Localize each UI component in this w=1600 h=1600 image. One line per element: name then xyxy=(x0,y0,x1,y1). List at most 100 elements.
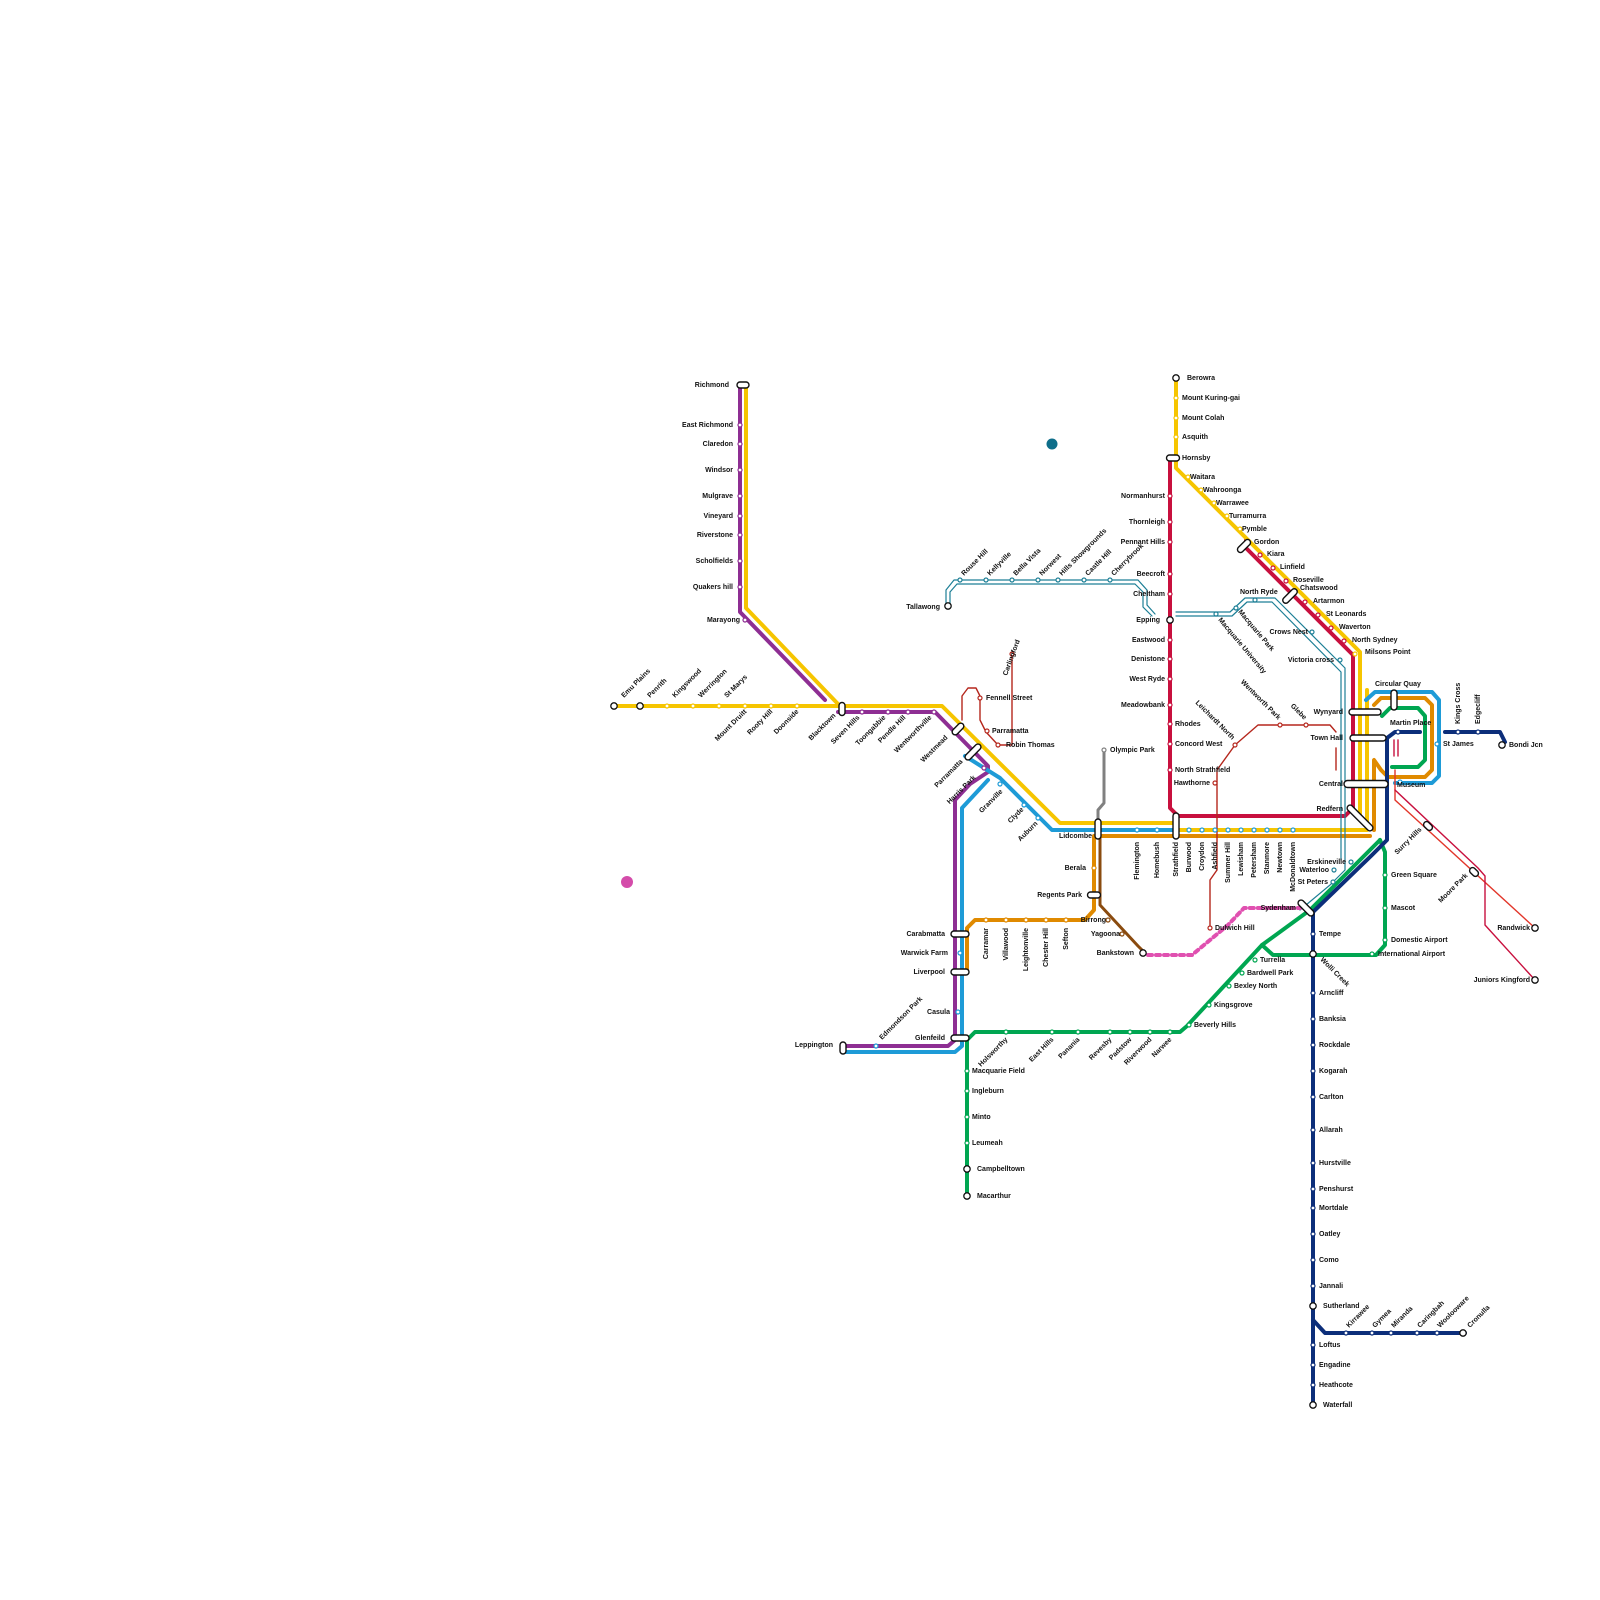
station-cheltham-marker[interactable] xyxy=(1167,591,1173,597)
station-gordon-interchange-marker[interactable] xyxy=(1236,538,1252,554)
station-macquarie-university-marker[interactable] xyxy=(1213,611,1219,617)
station-clyde-marker[interactable] xyxy=(1021,802,1027,808)
station-milsons-point-marker[interactable] xyxy=(1352,651,1358,657)
station-normanhurst-marker[interactable] xyxy=(1167,493,1173,499)
station-north-sydney-marker[interactable] xyxy=(1341,638,1347,644)
station-newtown-marker[interactable] xyxy=(1277,827,1283,833)
station-chatswood-interchange-marker[interactable] xyxy=(1282,588,1299,605)
station-miranda-marker[interactable] xyxy=(1388,1330,1394,1336)
station-victoria-cross-marker[interactable] xyxy=(1337,657,1343,663)
station-casula-marker[interactable] xyxy=(955,1009,961,1015)
station-lidcombe-interchange-marker[interactable] xyxy=(1094,818,1102,840)
station-glebe-marker[interactable] xyxy=(1303,722,1309,728)
station-villawood-marker[interactable] xyxy=(1003,917,1009,923)
station-doonside-marker[interactable] xyxy=(794,703,800,709)
station-pymble-marker[interactable] xyxy=(1237,526,1243,532)
station-glenfield-interchange-marker[interactable] xyxy=(950,1034,970,1042)
station-allawah-marker[interactable] xyxy=(1310,1127,1316,1133)
station-como-marker[interactable] xyxy=(1310,1257,1316,1263)
station-ashfield-marker[interactable] xyxy=(1212,827,1218,833)
station-rockdale-marker[interactable] xyxy=(1310,1042,1316,1048)
station-schofields-marker[interactable] xyxy=(737,558,743,564)
station-emu-plains-terminus-marker[interactable] xyxy=(610,702,618,710)
station-rouse-hill-marker[interactable] xyxy=(957,577,963,583)
station-waitara-marker[interactable] xyxy=(1185,474,1191,480)
station-kingswood-marker[interactable] xyxy=(664,703,670,709)
station-blacktown-interchange-marker[interactable] xyxy=(838,701,846,717)
station-st-leonards-marker[interactable] xyxy=(1315,612,1321,618)
station-bankstown-terminus-marker[interactable] xyxy=(1139,949,1147,957)
station-asquith-marker[interactable] xyxy=(1173,434,1179,440)
station-leumeah-marker[interactable] xyxy=(964,1140,970,1146)
station-rooty-hill-marker[interactable] xyxy=(768,703,774,709)
station-lindfield-marker[interactable] xyxy=(1270,565,1276,571)
station-strathfield-interchange-marker[interactable] xyxy=(1172,812,1180,840)
station-quakers-hill-marker[interactable] xyxy=(737,584,743,590)
station-oatley-marker[interactable] xyxy=(1310,1231,1316,1237)
station-domestic-airport-marker[interactable] xyxy=(1382,937,1388,943)
station-tempe-marker[interactable] xyxy=(1310,931,1316,937)
station-bondi-jcn-terminus-marker[interactable] xyxy=(1498,741,1506,749)
station-yagoona-marker[interactable] xyxy=(1119,931,1125,937)
station-regents-park-interchange-marker[interactable] xyxy=(1086,891,1102,899)
station-rhodes-marker[interactable] xyxy=(1167,721,1173,727)
station-macquarie-park-marker[interactable] xyxy=(1233,605,1239,611)
station-minto-marker[interactable] xyxy=(964,1114,970,1120)
station-riverwood-marker[interactable] xyxy=(1147,1029,1153,1035)
station-richmond-interchange-marker[interactable] xyxy=(736,381,750,389)
station-heathcote-marker[interactable] xyxy=(1310,1382,1316,1388)
station-narwee-marker[interactable] xyxy=(1167,1029,1173,1035)
station-east-hills-marker[interactable] xyxy=(1049,1029,1055,1035)
station-martin-place-marker[interactable] xyxy=(1395,729,1401,735)
station-circular-quay-interchange-marker[interactable] xyxy=(1390,689,1398,711)
station-cherrybrook-marker[interactable] xyxy=(1107,577,1113,583)
station-hills-showgrounds-marker[interactable] xyxy=(1055,577,1061,583)
station-bella-vista-marker[interactable] xyxy=(1009,577,1015,583)
station-woolooware-marker[interactable] xyxy=(1434,1330,1440,1336)
station-marayong-marker[interactable] xyxy=(742,617,748,623)
station-mulgrave-marker[interactable] xyxy=(737,493,743,499)
station-beecroft-marker[interactable] xyxy=(1167,571,1173,577)
station-penrith-terminus-marker[interactable] xyxy=(636,702,644,710)
station-hurstville-marker[interactable] xyxy=(1310,1160,1316,1166)
station-arncliffe-marker[interactable] xyxy=(1310,990,1316,996)
station-werrington-marker[interactable] xyxy=(690,703,696,709)
station-granville-marker[interactable] xyxy=(997,781,1003,787)
station-penshurst-marker[interactable] xyxy=(1310,1186,1316,1192)
station-panania-marker[interactable] xyxy=(1075,1029,1081,1035)
station-wynyard-interchange-marker[interactable] xyxy=(1348,708,1382,716)
station-mount-colah-marker[interactable] xyxy=(1173,415,1179,421)
station-sefton-marker[interactable] xyxy=(1063,917,1069,923)
station-fennell-street-marker[interactable] xyxy=(977,695,983,701)
station-pendle-hill-marker[interactable] xyxy=(905,709,911,715)
station-turramurra-marker[interactable] xyxy=(1224,513,1230,519)
station-warwick-farm-marker[interactable] xyxy=(957,950,963,956)
station-clarendon-marker[interactable] xyxy=(737,441,743,447)
station-kogarah-marker[interactable] xyxy=(1310,1068,1316,1074)
station-epping-terminus-marker[interactable] xyxy=(1166,616,1174,624)
station-banksia-marker[interactable] xyxy=(1310,1016,1316,1022)
station-croydon-marker[interactable] xyxy=(1199,827,1205,833)
station-surry-hills-interchange-marker[interactable] xyxy=(1422,820,1434,832)
station-castle-hill-marker[interactable] xyxy=(1081,577,1087,583)
station-pennant-hills-marker[interactable] xyxy=(1167,539,1173,545)
station-homebush-marker[interactable] xyxy=(1154,827,1160,833)
station-kirrawee-marker[interactable] xyxy=(1343,1330,1349,1336)
station-hawthorne-marker[interactable] xyxy=(1212,780,1218,786)
station-hornsby-interchange-marker[interactable] xyxy=(1165,454,1181,462)
station-waterfall-terminus-marker[interactable] xyxy=(1309,1401,1317,1409)
station-artarmon-marker[interactable] xyxy=(1302,599,1308,605)
station-seven-hills-marker[interactable] xyxy=(859,709,865,715)
station-green-square-marker[interactable] xyxy=(1382,872,1388,878)
station-st-james-marker[interactable] xyxy=(1434,741,1440,747)
station-leightonfield-marker[interactable] xyxy=(1023,917,1029,923)
station-waterloo-marker[interactable] xyxy=(1331,867,1337,873)
station-westmead-interchange-marker[interactable] xyxy=(951,722,965,736)
station-beverly-hills-marker[interactable] xyxy=(1186,1022,1192,1028)
station-lewisham-marker[interactable] xyxy=(1238,827,1244,833)
station-macquarie-field-marker[interactable] xyxy=(964,1068,970,1074)
station-auburn-marker[interactable] xyxy=(1035,815,1041,821)
station-leichhardt-north-marker[interactable] xyxy=(1232,742,1238,748)
station-wahroonga-marker[interactable] xyxy=(1198,487,1204,493)
station-meadowbank-marker[interactable] xyxy=(1167,702,1173,708)
